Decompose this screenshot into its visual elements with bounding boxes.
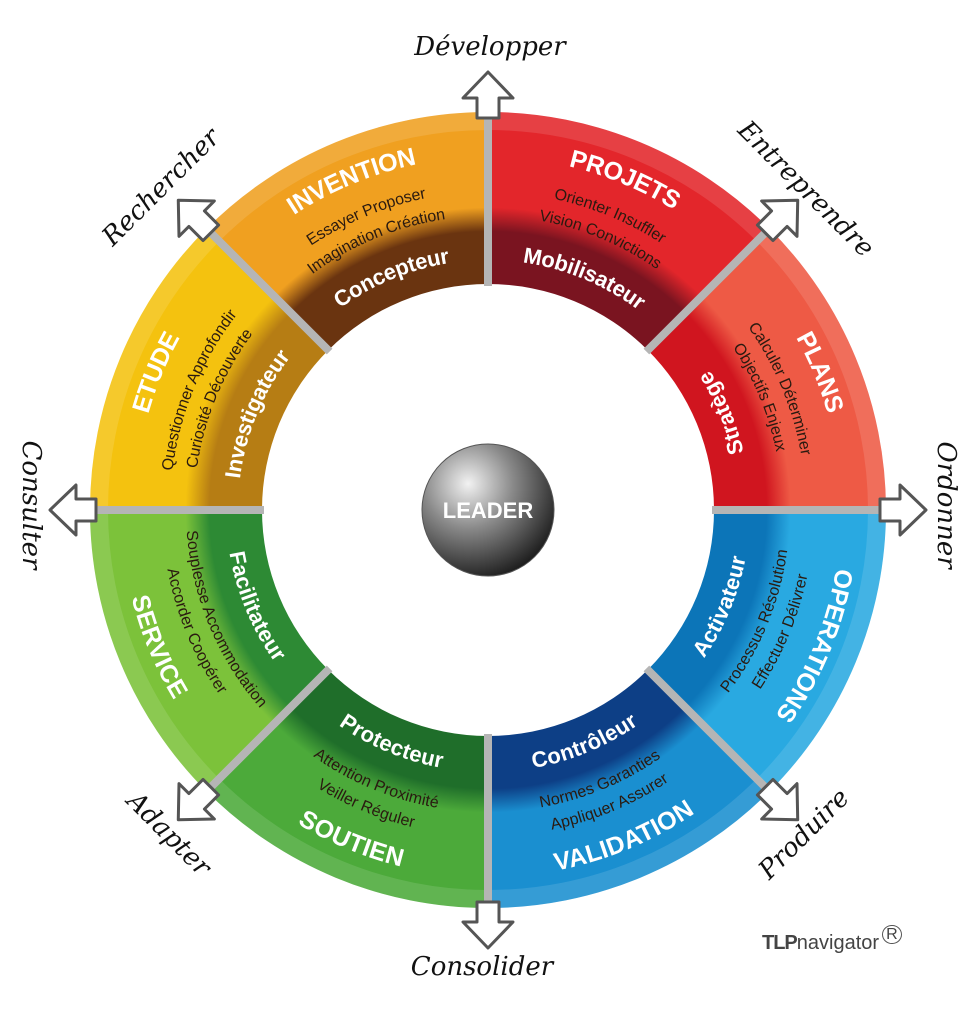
- direction-arrow-icon: [461, 900, 515, 950]
- segment-divider: [202, 665, 333, 796]
- segment-gloss: [90, 228, 220, 510]
- segment-divider: [643, 224, 774, 355]
- leader-circle: [421, 443, 555, 577]
- registered-mark: R: [882, 925, 902, 944]
- center-hub: LEADER: [421, 443, 555, 577]
- center-label: LEADER: [443, 498, 534, 523]
- segment-gloss: [488, 112, 770, 242]
- segment-fill: [488, 669, 770, 908]
- segment-gloss: [488, 778, 770, 908]
- segment-gloss: [206, 778, 488, 908]
- verb-label: Consolider: [411, 952, 555, 982]
- direction-arrow-icon: [176, 198, 221, 243]
- direction-arrow-icon: [878, 483, 928, 537]
- segment-fill: [488, 112, 770, 351]
- direction-arrow-icon: [461, 70, 515, 120]
- direction-arrow-icon: [755, 198, 800, 243]
- segment-gloss: [756, 510, 886, 792]
- direction-arrow-icon: [755, 777, 800, 822]
- direction-arrow-icon: [48, 483, 98, 537]
- segment-gloss: [206, 112, 488, 242]
- segment-fill: [206, 669, 488, 908]
- verb-label: Ordonner: [931, 441, 961, 570]
- verb-label: Consulter: [16, 441, 46, 572]
- segment-divider: [643, 665, 774, 796]
- direction-arrow-icon: [176, 777, 221, 822]
- logo-bold: TLP: [762, 932, 798, 954]
- segment-gloss: [756, 228, 886, 510]
- segment-gloss: [90, 510, 220, 792]
- segment-divider: [202, 224, 333, 355]
- logo-rest: navigator: [796, 932, 880, 954]
- verb-label: Développer: [413, 32, 567, 62]
- segment-fill: [90, 510, 329, 792]
- segment-fill: [647, 228, 886, 510]
- segment-fill: [90, 228, 329, 510]
- segment-fill: [647, 510, 886, 792]
- segment-fill: [206, 112, 488, 351]
